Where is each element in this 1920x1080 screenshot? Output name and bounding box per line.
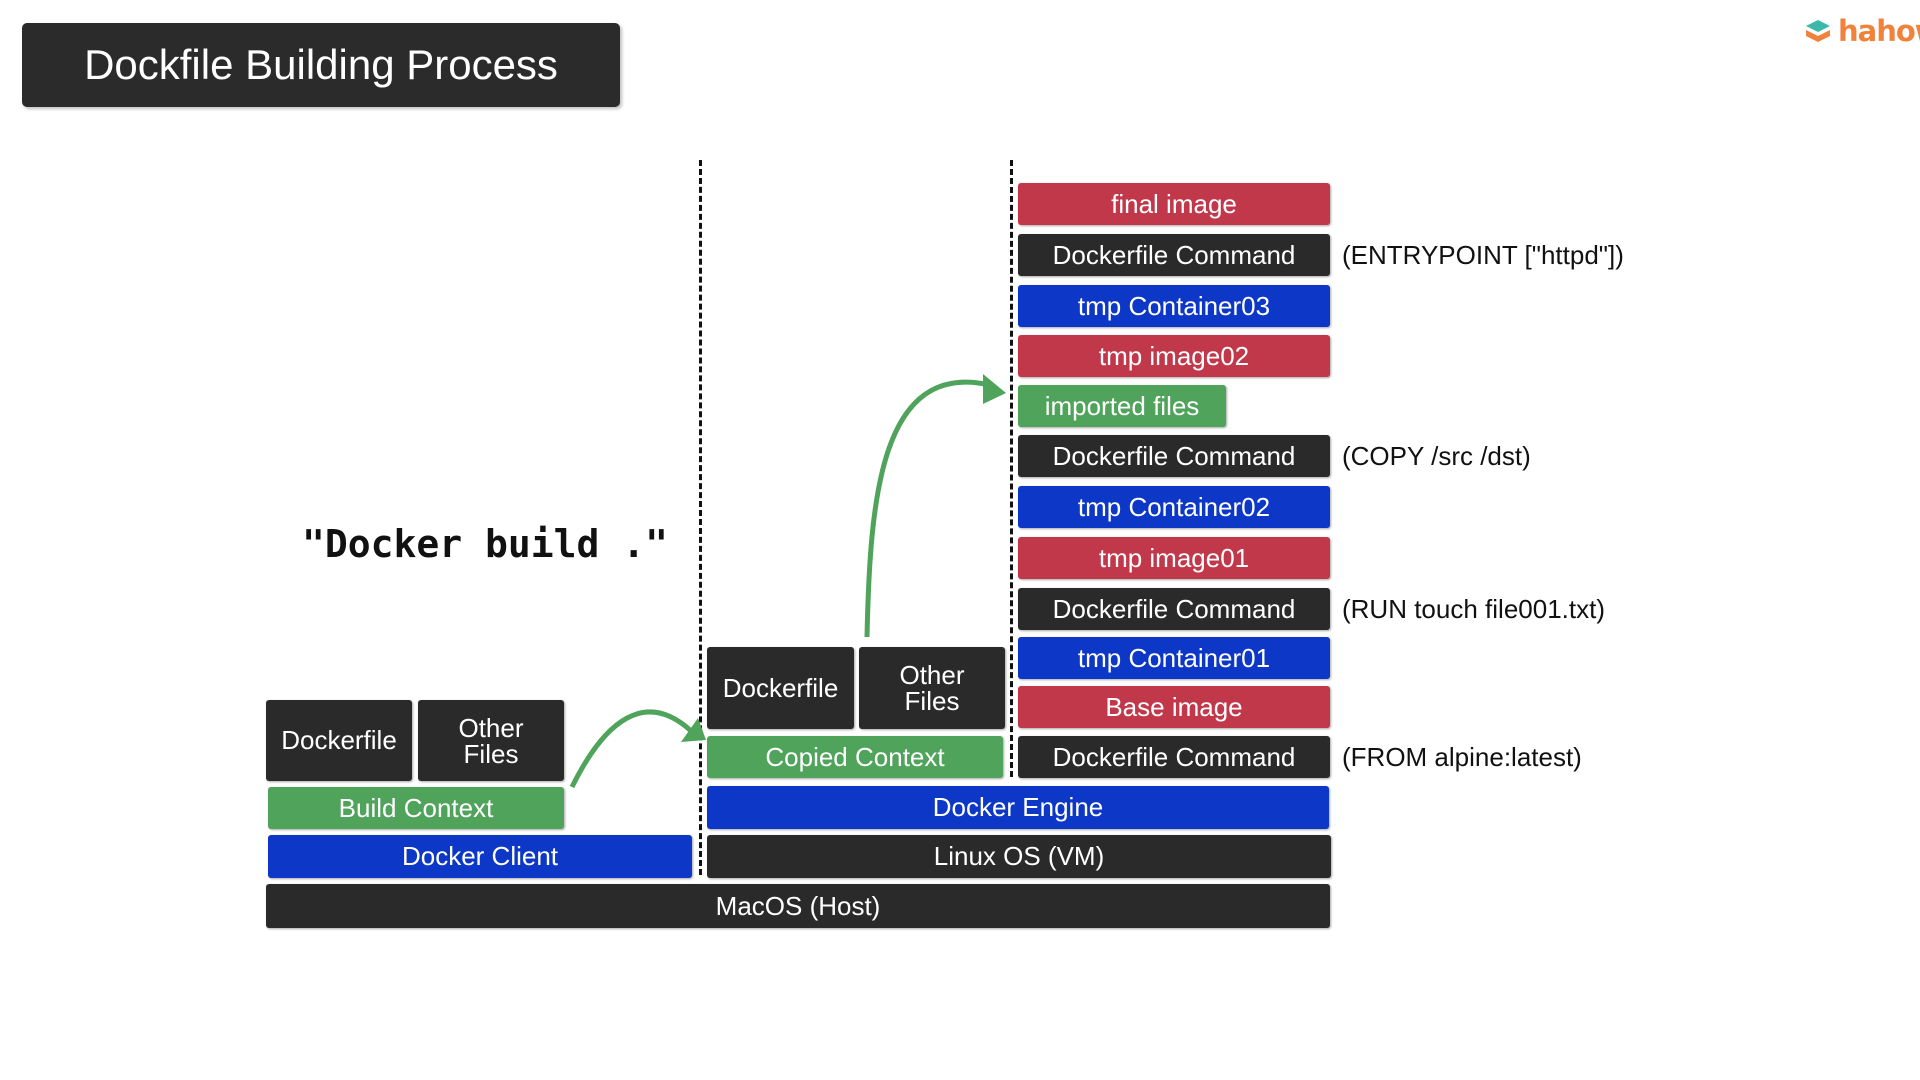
docker-client-bar: Docker Client <box>268 835 692 878</box>
page-title: Dockfile Building Process <box>22 23 620 107</box>
logo-text: hahow <box>1838 14 1920 48</box>
separator-vm-stack <box>1010 160 1013 777</box>
macos-host-bar: MacOS (Host) <box>266 884 1330 928</box>
vm-other-files-block: Other Files <box>859 647 1005 729</box>
separator-host-vm <box>699 160 702 875</box>
host-dockerfile-block: Dockerfile <box>266 700 412 781</box>
stack-dockerfile-command-1: Dockerfile Command <box>1018 736 1330 778</box>
linux-os-bar: Linux OS (VM) <box>707 835 1331 878</box>
stack-tmp-container03: tmp Container03 <box>1018 285 1330 327</box>
stack-dockerfile-command-3: Dockerfile Command <box>1018 435 1330 477</box>
stack-imported-files: imported files <box>1018 385 1226 427</box>
stack-base-image: Base image <box>1018 686 1330 728</box>
host-other-files-line1: Other <box>458 712 524 743</box>
arrow-head-2-icon <box>983 374 1006 404</box>
arrow-vm-to-stack <box>864 379 991 638</box>
docker-build-command: "Docker build ." <box>302 522 669 566</box>
arrow-build-context-to-vm <box>569 709 692 789</box>
note-run: (RUN touch file001.txt) <box>1342 594 1605 624</box>
vm-other-files-line1: Other <box>899 660 965 690</box>
host-other-files-block: Other Files <box>418 700 564 781</box>
stack-dockerfile-command-4: Dockerfile Command <box>1018 234 1330 276</box>
stack-final-image: final image <box>1018 183 1330 225</box>
vm-dockerfile-block: Dockerfile <box>707 647 854 729</box>
stack-tmp-image02: tmp image02 <box>1018 335 1330 377</box>
build-context-bar: Build Context <box>268 787 564 829</box>
stack-tmp-container02: tmp Container02 <box>1018 486 1330 528</box>
hahow-logo-icon <box>1806 20 1830 42</box>
stack-dockerfile-command-2: Dockerfile Command <box>1018 588 1330 630</box>
vm-other-files-line2: Files <box>904 686 960 716</box>
host-other-files-line2: Files <box>463 738 519 769</box>
copied-context-bar: Copied Context <box>707 736 1003 778</box>
note-entrypoint: (ENTRYPOINT ["httpd"]) <box>1342 240 1624 270</box>
stack-tmp-container01: tmp Container01 <box>1018 637 1330 679</box>
note-copy: (COPY /src /dst) <box>1342 441 1531 471</box>
note-from: (FROM alpine:latest) <box>1342 742 1582 772</box>
arrow-head-1-icon <box>681 718 706 742</box>
docker-engine-bar: Docker Engine <box>707 786 1329 829</box>
stack-tmp-image01: tmp image01 <box>1018 537 1330 579</box>
